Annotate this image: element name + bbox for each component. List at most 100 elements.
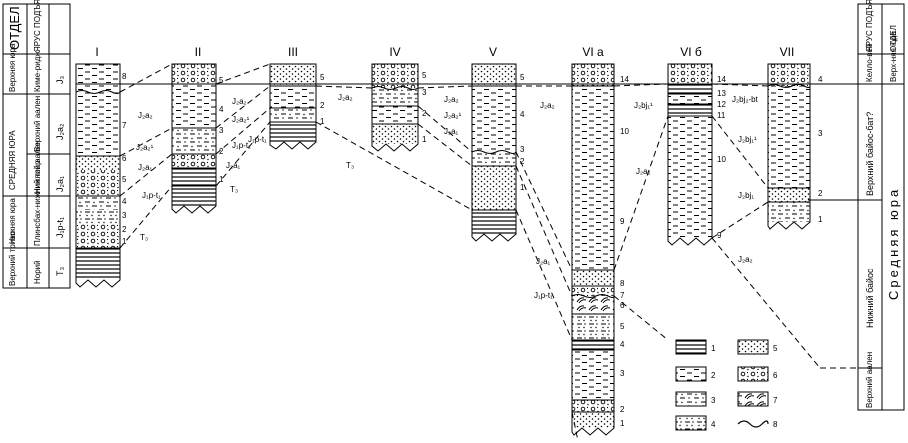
left-division-lower-jurassic: Нижняя юра — [8, 198, 17, 244]
bed-number: 3 — [818, 129, 823, 138]
correlation-label: J₂a₂ — [444, 95, 459, 104]
bed-number: 1 — [320, 117, 325, 126]
bed-number: 5 — [122, 175, 127, 184]
legend-swatch-2 — [675, 366, 707, 382]
correlation-label: T₃ — [140, 233, 148, 242]
bed-number: 2 — [219, 147, 224, 156]
column-title-2: II — [195, 45, 202, 59]
correlation-label: J₂bj₁¹ — [634, 101, 653, 110]
left-stage-pliensbach: Плинсбах-нижний тоар — [33, 160, 42, 246]
bed-number: 4 — [122, 197, 127, 206]
legend-label-1: 1 — [711, 344, 716, 353]
section-column-5 — [471, 63, 517, 242]
bed-number: 2 — [122, 225, 127, 234]
left-division-triassic: Верхний триас — [8, 231, 17, 286]
section-column-2 — [171, 63, 217, 214]
right-division-upper-jurassic: Верх-няя юра — [889, 30, 898, 82]
bed-number: 5 — [422, 71, 427, 80]
correlation-label: J₁p-t₁ — [142, 191, 161, 200]
left-division-header: ОТДЕЛ — [7, 6, 22, 50]
correlation-label: J₂a₂ — [338, 93, 353, 102]
correlation-label: J₂a₂¹ — [444, 111, 462, 120]
right-stage-upper-aalen: Верхний аален — [865, 352, 874, 408]
bed-numbers-2: 5 4 3 2 1 — [219, 76, 224, 184]
left-stage-upper-aalen: Верхний аален — [33, 96, 42, 152]
legend: 1 2 3 4 5 6 7 8 — [675, 339, 778, 431]
bed-number: 14 — [717, 75, 726, 84]
bed-number: 9 — [620, 217, 625, 226]
section-column-6a — [571, 63, 615, 436]
legend-swatch-5 — [737, 339, 769, 355]
legend-label-3: 3 — [711, 396, 716, 405]
legend-label-5: 5 — [773, 344, 778, 353]
bed-number: 8 — [122, 72, 127, 81]
bed-numbers-3: 5 2 1 — [320, 73, 325, 126]
left-scale: ОТДЕЛ ЯРУС ПОДЪЯРУС Верхний триас Нижняя… — [2, 0, 71, 289]
bed-numbers-6a: 14 10 9 8 7 6 5 4 3 2 1 — [620, 75, 629, 428]
legend-swatch-4 — [675, 415, 707, 431]
left-unit-t3: T₃ — [55, 267, 65, 276]
bed-number: 1 — [818, 215, 823, 224]
bed-number: 6 — [122, 154, 127, 163]
column-title-3: III — [288, 45, 298, 59]
bed-number: 9 — [717, 231, 722, 240]
bed-number: 10 — [717, 155, 726, 164]
correlation-label: J₂bj₁ — [738, 191, 754, 200]
correlation-label: J₂a₂¹ — [136, 143, 154, 152]
bed-number: 2 — [320, 101, 325, 110]
correlation-label: J₂a₂ — [636, 167, 651, 176]
bed-numbers-5: 5 4 3 2 1 — [520, 73, 525, 192]
correlation-label: J₁p-t₁ — [232, 141, 251, 150]
bed-number: 2 — [620, 405, 625, 414]
left-stage-kimmeridge: Киме-ридж — [33, 51, 42, 92]
column-title-4: IV — [389, 45, 400, 59]
column-title-6a: VI а — [582, 45, 604, 59]
correlation-label: J₂a₂ — [138, 111, 153, 120]
correlation-label: J₂a₁ — [444, 127, 459, 136]
right-stage-lower-bajocian: Нижний байос — [865, 268, 875, 328]
left-division-middle-jurassic: СРЕДНЯЯ ЮРА — [8, 130, 17, 190]
bed-numbers-1: 8 7 6 5 4 3 2 1 — [122, 72, 127, 246]
left-stage-header: ЯРУС ПОДЪЯРУС — [33, 0, 42, 52]
bed-number: 1 — [620, 419, 625, 428]
column-titles: I II III IV V VI а VI б VII — [95, 45, 794, 59]
bed-number: 8 — [620, 279, 625, 288]
correlation-label: J₂a₂ — [540, 101, 555, 110]
section-column-4 — [371, 63, 419, 152]
correlation-label: J₂a₂¹ — [232, 115, 250, 124]
bed-number: 6 — [620, 301, 625, 310]
left-unit-j2a2: J₂a₂ — [55, 123, 65, 140]
legend-label-8: 8 — [773, 420, 778, 429]
section-column-6b — [667, 63, 713, 246]
bed-number: 10 — [620, 127, 629, 136]
bed-number: 4 — [620, 340, 625, 349]
column-title-7: VII — [780, 45, 795, 59]
legend-label-2: 2 — [711, 371, 716, 380]
section-column-1 — [75, 63, 121, 288]
left-unit-j2a1: J₂a₁ — [55, 176, 65, 192]
bed-number: 5 — [320, 73, 325, 82]
bed-number: 3 — [422, 88, 427, 97]
legend-swatch-6 — [737, 366, 769, 382]
bed-number: 3 — [219, 126, 224, 135]
legend-label-4: 4 — [711, 420, 716, 429]
left-unit-j1pt1: J₁p-t₁ — [55, 217, 65, 238]
bed-number: 1 — [422, 135, 427, 144]
bed-number: 5 — [520, 73, 525, 82]
bed-number: 3 — [620, 369, 625, 378]
bed-numbers-7: 4 3 2 1 — [818, 75, 823, 224]
bed-number: 12 — [717, 100, 726, 109]
section-column-7 — [767, 63, 811, 230]
bed-number: 4 — [818, 75, 823, 84]
correlation-label: J₁p-t₁ — [534, 291, 553, 300]
bed-numbers-4: 5 3 2 1 — [422, 71, 427, 144]
bed-number: 7 — [122, 121, 127, 130]
bed-number: 4 — [520, 110, 525, 119]
bed-number: 7 — [620, 291, 625, 300]
right-division-middle-jurassic: Средняя юра — [886, 187, 901, 300]
column-title-5: V — [489, 45, 497, 59]
legend-label-6: 6 — [773, 371, 778, 380]
correlation-label: J₁p-t₁ — [248, 135, 267, 144]
right-scale: ЯРУС ПОДЪЯРУС ОТДЕЛ Келло-вей Верх-няя ю… — [857, 0, 905, 411]
